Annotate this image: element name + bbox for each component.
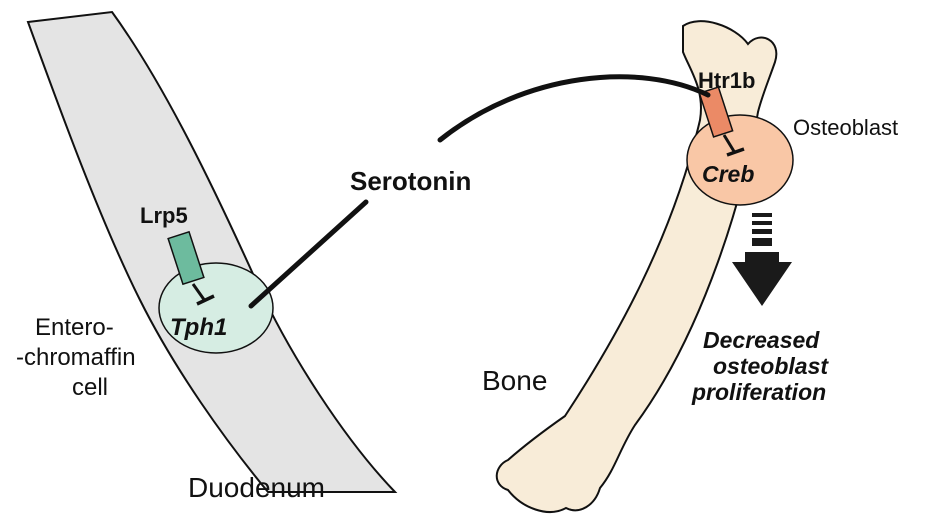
outcome-label-line3: proliferation bbox=[691, 379, 826, 405]
osteoblast-label: Osteoblast bbox=[793, 115, 898, 140]
outcome-label-line1: Decreased bbox=[703, 327, 820, 353]
decrease-arrow-icon bbox=[732, 213, 792, 306]
outcome-label-line2: osteoblast bbox=[713, 353, 829, 379]
lrp5-label: Lrp5 bbox=[140, 203, 188, 228]
duodenum-tube bbox=[28, 12, 395, 492]
entero-label-line3: cell bbox=[72, 374, 108, 401]
entero-label-line2: -chromaffin bbox=[16, 344, 136, 371]
serotonin-path-to-htr1b bbox=[440, 77, 708, 140]
serotonin-path-to-tph1 bbox=[251, 202, 366, 306]
bone-shape bbox=[497, 21, 777, 512]
bone-label: Bone bbox=[482, 365, 547, 396]
creb-label: Creb bbox=[702, 161, 754, 187]
duodenum-label: Duodenum bbox=[188, 472, 325, 503]
tph1-label: Tph1 bbox=[170, 314, 227, 341]
serotonin-label: Serotonin bbox=[350, 166, 471, 196]
entero-label-line1: Entero- bbox=[35, 314, 114, 341]
htr1b-label: Htr1b bbox=[698, 68, 755, 93]
osteoblast-cell bbox=[687, 115, 793, 205]
